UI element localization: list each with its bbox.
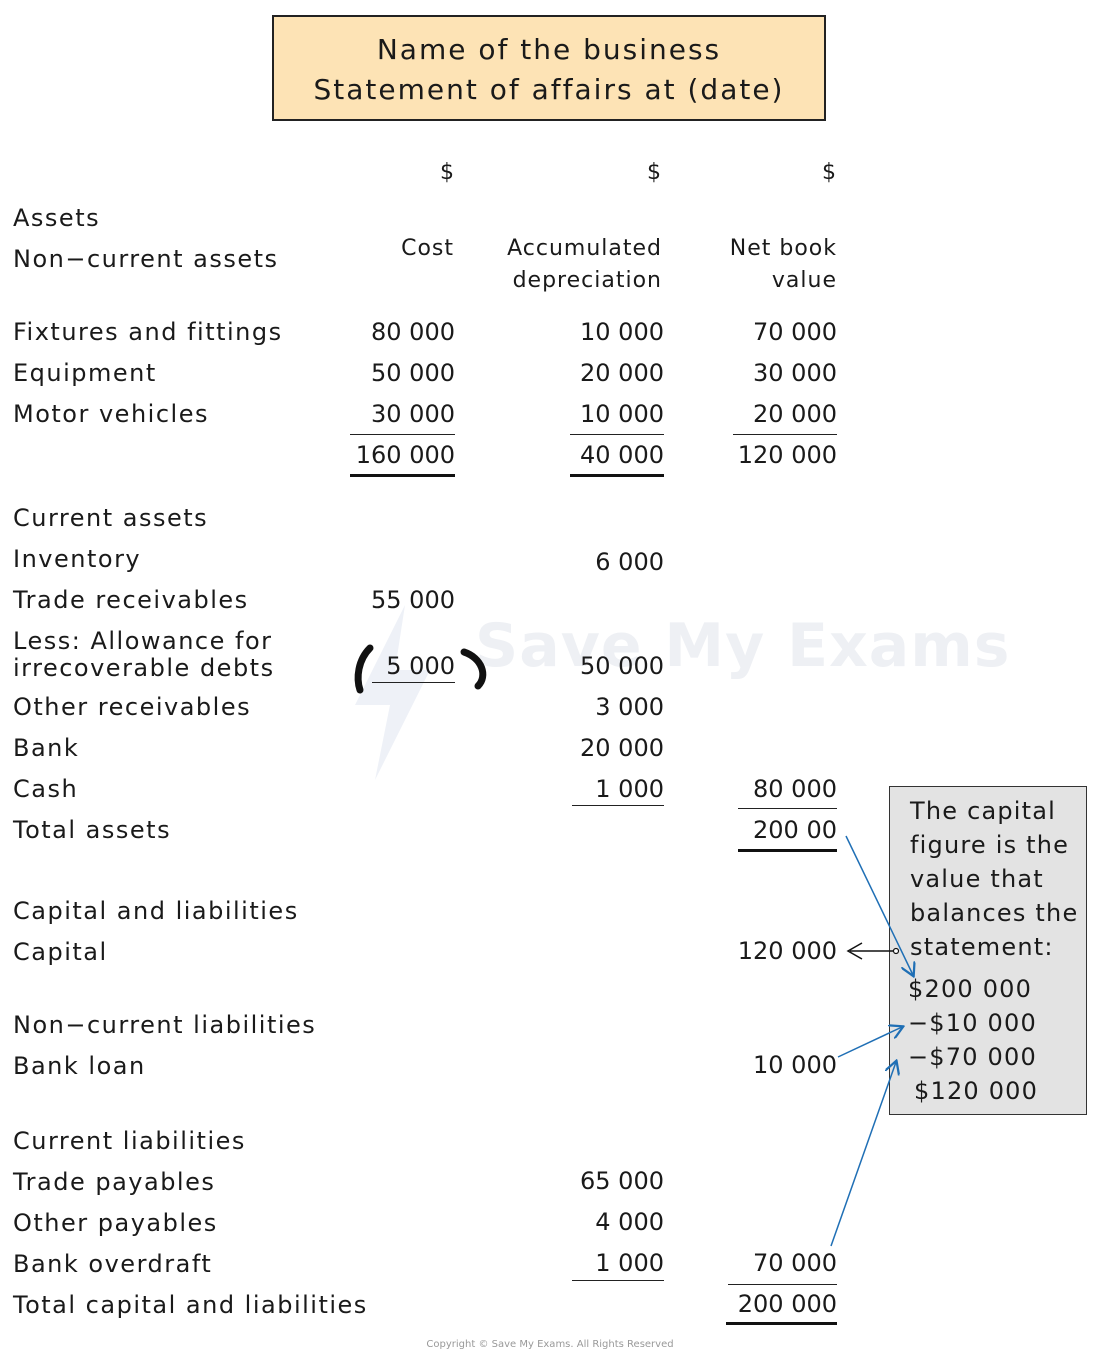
bank-value: 20 000: [580, 734, 664, 762]
total-dep: 40 000: [580, 441, 664, 469]
total-assets-value: 200 00: [753, 816, 837, 844]
trade-receivables-value: 55 000: [371, 586, 455, 614]
watermark-bolt-icon: [355, 605, 430, 780]
cash-rule: [572, 805, 664, 806]
watermark: Save My Exams: [345, 605, 1010, 780]
statement-title-box: Name of the business Statement of affair…: [272, 15, 826, 121]
watermark-text: Save My Exams: [475, 611, 1011, 681]
col-header-depreciation: depreciation: [512, 268, 662, 293]
row-label-cash: Cash: [13, 775, 79, 803]
row-label-capital: Capital: [13, 938, 108, 966]
current-liabilities-total: 70 000: [753, 1249, 837, 1277]
col-header-net-book: Net book: [729, 236, 837, 261]
allowance-rule: [372, 682, 455, 683]
subtotal-rule-dep: [570, 434, 664, 435]
capital-arrow-icon: [846, 942, 900, 960]
note-calc-capital: $120 000: [914, 1077, 1039, 1105]
capital-value: 120 000: [737, 937, 837, 965]
note-line-3: value that: [910, 865, 1044, 893]
row-label-total-capital-liabilities: Total capital and liabilities: [13, 1291, 368, 1319]
total-nbv: 120 000: [737, 441, 837, 469]
row-label-other-receivables: Other receivables: [13, 693, 252, 721]
total-assets-double-rule: [738, 849, 837, 852]
col-header-cost: Cost: [401, 236, 454, 261]
motor-nbv: 20 000: [753, 400, 837, 428]
business-name: Name of the business: [376, 33, 722, 66]
bank-overdraft-value: 1 000: [595, 1249, 664, 1277]
current-liabilities-arrow-icon: [830, 1062, 896, 1247]
section-capital-liabilities: Capital and liabilities: [13, 897, 299, 925]
note-line-2: figure is the: [910, 831, 1070, 859]
subtotal-rule-cost: [350, 434, 455, 435]
trade-payables-value: 65 000: [580, 1167, 664, 1195]
row-label-bank-overdraft: Bank overdraft: [13, 1250, 213, 1278]
motor-dep: 10 000: [580, 400, 664, 428]
current-liabilities-rule: [728, 1284, 837, 1285]
fixtures-cost: 80 000: [371, 318, 455, 346]
note-line-5: statement:: [910, 933, 1054, 961]
note-calc-bank-loan: −$10 000: [908, 1009, 1037, 1037]
section-current-liabilities: Current liabilities: [13, 1127, 246, 1155]
copyright-notice: Copyright © Save My Exams. All Rights Re…: [426, 1339, 674, 1350]
equipment-cost: 50 000: [371, 359, 455, 387]
row-label-bank: Bank: [13, 734, 80, 762]
section-assets: Assets: [13, 204, 101, 232]
row-label-bank-loan: Bank loan: [13, 1052, 146, 1080]
fixtures-nbv: 70 000: [753, 318, 837, 346]
row-label-inventory: Inventory: [13, 545, 142, 573]
row-label-fixtures: Fixtures and fittings: [13, 318, 283, 346]
row-label-trade-receivables: Trade receivables: [13, 586, 249, 614]
row-label-trade-payables: Trade payables: [13, 1168, 216, 1196]
note-calc-current-liabilities: −$70 000: [908, 1043, 1037, 1071]
row-label-total-assets: Total assets: [13, 816, 172, 844]
row-label-motor-vehicles: Motor vehicles: [13, 400, 209, 428]
equipment-nbv: 30 000: [753, 359, 837, 387]
section-current-assets: Current assets: [13, 504, 209, 532]
allowance-net-value: 50 000: [580, 652, 664, 680]
total-capital-liabilities-value: 200 000: [737, 1290, 837, 1318]
row-label-allowance-1: Less: Allowance for: [13, 627, 273, 655]
subtotal-rule-nbv: [733, 434, 837, 435]
col-header-accumulated: Accumulated: [507, 236, 662, 261]
currency-cost: $: [440, 160, 455, 185]
cash-value: 1 000: [595, 775, 664, 803]
note-line-4: balances the: [910, 899, 1079, 927]
row-label-other-payables: Other payables: [13, 1209, 218, 1237]
total-assets-arrow-icon: [845, 835, 913, 975]
allowance-value: 5 000: [386, 652, 455, 680]
row-label-equipment: Equipment: [13, 359, 157, 387]
double-rule-cost: [350, 474, 455, 477]
bank-loan-arrow-icon: [837, 1027, 902, 1058]
double-rule-dep: [570, 474, 664, 477]
col-header-value: value: [771, 268, 837, 293]
currency-nbv: $: [822, 160, 837, 185]
other-receivables-value: 3 000: [595, 693, 664, 721]
other-payables-value: 4 000: [595, 1208, 664, 1236]
parentheses-icon: [354, 644, 487, 694]
note-calc-total-assets: $200 000: [908, 975, 1033, 1003]
section-non-current-liabilities: Non−current liabilities: [13, 1011, 317, 1039]
equipment-dep: 20 000: [580, 359, 664, 387]
capital-note-box: The capital figure is the value that bal…: [889, 786, 1087, 1115]
motor-cost: 30 000: [371, 400, 455, 428]
total-capital-liabilities-double-rule: [726, 1322, 837, 1325]
statement-date-title: Statement of affairs at (date): [313, 73, 785, 106]
section-non-current-assets: Non−current assets: [13, 245, 279, 273]
currency-dep: $: [647, 160, 662, 185]
overdraft-rule: [572, 1280, 664, 1281]
total-cost: 160 000: [355, 441, 455, 469]
note-line-1: The capital: [910, 797, 1057, 825]
bank-loan-value: 10 000: [753, 1051, 837, 1079]
fixtures-dep: 10 000: [580, 318, 664, 346]
current-assets-total: 80 000: [753, 775, 837, 803]
current-assets-rule: [738, 808, 837, 809]
inventory-value: 6 000: [595, 548, 664, 576]
row-label-allowance-2: irrecoverable debts: [13, 654, 275, 682]
